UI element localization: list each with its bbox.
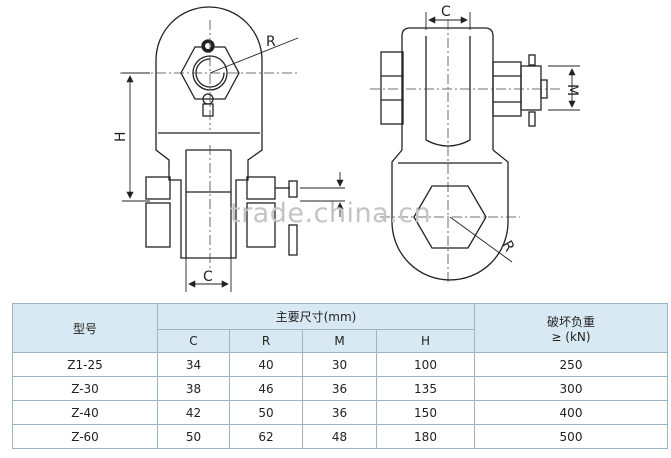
table-row: Z-60 50 62 48 180 500 [12, 424, 668, 449]
header-load-line2: ≥ (kN) [551, 329, 591, 344]
cell-r: 46 [229, 376, 303, 401]
cell-r: 50 [229, 400, 303, 425]
cell-c: 34 [157, 352, 230, 377]
side-eye-outline [391, 149, 509, 281]
front-body-outline [155, 6, 263, 259]
dim-label-r-right: R [499, 238, 518, 255]
subheader-r: R [229, 329, 303, 353]
technical-drawing: R H C [113, 4, 580, 292]
cell-load: 400 [474, 400, 668, 425]
cell-load: 500 [474, 424, 668, 449]
cell-m: 36 [302, 400, 377, 425]
cell-model: Z1-25 [12, 352, 158, 377]
dim-label-m: M [564, 84, 580, 96]
cell-m: 36 [302, 376, 377, 401]
table-row: Z-30 38 46 36 135 300 [12, 376, 668, 401]
cell-m: 48 [302, 424, 377, 449]
dim-label-r-left: R [266, 34, 276, 50]
dim-label-c-bottom: C [203, 269, 213, 285]
subheader-m: M [302, 329, 377, 353]
header-main-dims: 主要尺寸(mm) [157, 303, 475, 330]
header-model: 型号 [12, 303, 158, 353]
cell-h: 100 [376, 352, 475, 377]
dim-label-h: H [113, 131, 129, 142]
cell-h: 135 [376, 376, 475, 401]
front-view [145, 6, 298, 259]
header-load: 破坏负重 ≥ (kN) [474, 303, 668, 353]
subheader-c: C [157, 329, 230, 353]
side-view [380, 27, 548, 281]
cell-r: 40 [229, 352, 303, 377]
dim-label-c-top: C [441, 4, 451, 20]
cell-load: 250 [474, 352, 668, 377]
cell-c: 50 [157, 424, 230, 449]
cell-h: 150 [376, 400, 475, 425]
cell-model: Z-40 [12, 400, 158, 425]
cell-h: 180 [376, 424, 475, 449]
table-row: Z1-25 34 40 30 100 250 [12, 352, 668, 377]
watermark-text: trade.china.cn [230, 198, 432, 229]
spec-table: 型号 主要尺寸(mm) 破坏负重 ≥ (kN) C R M H Z1-25 34… [12, 303, 668, 449]
cell-load: 300 [474, 376, 668, 401]
cell-model: Z-30 [12, 376, 158, 401]
cell-r: 62 [229, 424, 303, 449]
header-load-line1: 破坏负重 [546, 314, 595, 329]
hex-nut [180, 46, 240, 100]
side-hex [413, 185, 487, 249]
table-row: Z-40 42 50 36 150 400 [12, 400, 668, 425]
cell-model: Z-60 [12, 424, 158, 449]
subheader-h: H [376, 329, 475, 353]
cell-c: 42 [157, 400, 230, 425]
cell-c: 38 [157, 376, 230, 401]
cell-m: 30 [302, 352, 377, 377]
